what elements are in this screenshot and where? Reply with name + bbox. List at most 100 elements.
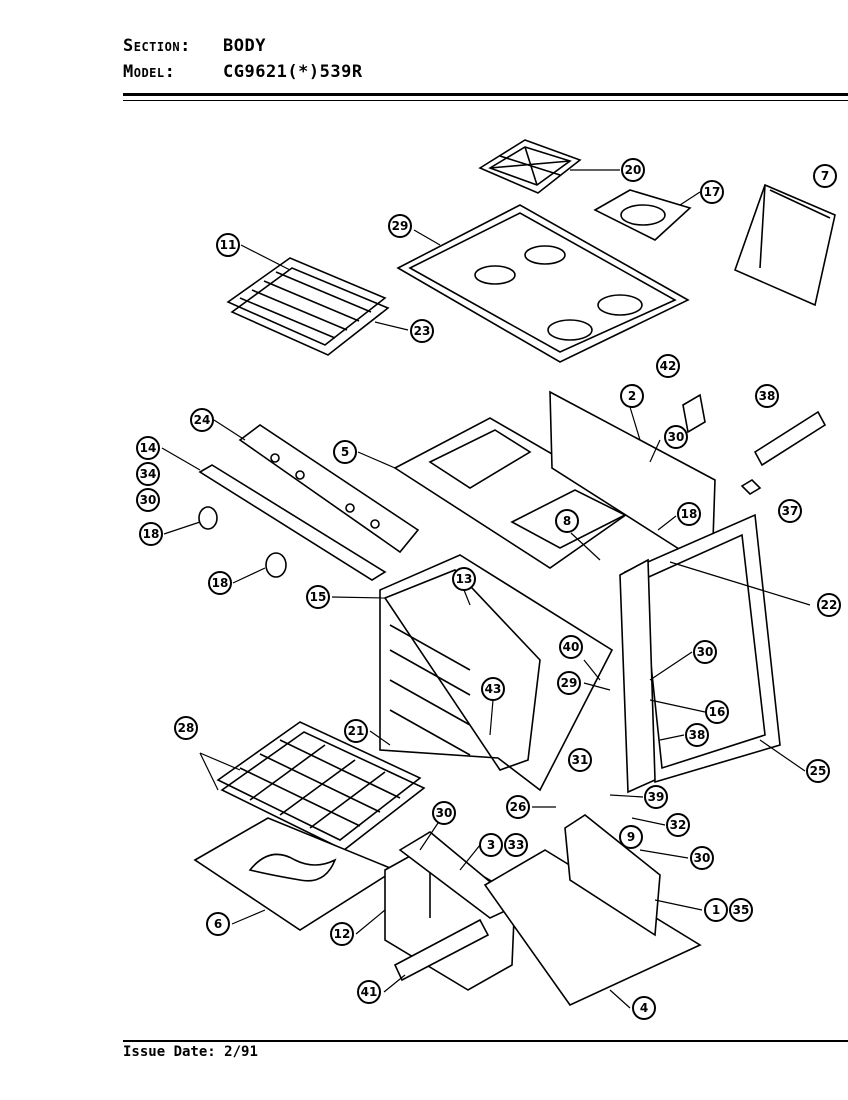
callout-25: 25 [806, 759, 830, 783]
callout-9: 9 [619, 825, 643, 849]
callout-39: 39 [644, 785, 668, 809]
cabinet-bottom [483, 849, 702, 1007]
svg-text:31: 31 [572, 753, 589, 767]
oven-liner [379, 554, 614, 792]
callout-5: 5 [333, 440, 357, 464]
broiler-pan [193, 817, 397, 931]
svg-text:23: 23 [414, 324, 431, 338]
issue-value: 2/91 [224, 1044, 258, 1060]
callout-8: 8 [555, 509, 579, 533]
callout-42: 42 [656, 354, 680, 378]
svg-text:7: 7 [821, 169, 829, 183]
callout-24: 24 [190, 408, 214, 432]
footer-rule [123, 1040, 848, 1042]
issue-label: Issue Date: [123, 1044, 216, 1060]
callout-38: 38 [685, 723, 709, 747]
section-heading: Section: BODY [123, 36, 266, 56]
svg-text:26: 26 [510, 800, 527, 814]
svg-text:24: 24 [194, 413, 211, 427]
callout-4: 4 [632, 996, 656, 1020]
callout-38: 38 [755, 384, 779, 408]
section-value: BODY [223, 36, 266, 56]
svg-text:40: 40 [563, 640, 580, 654]
svg-text:15: 15 [310, 590, 327, 604]
svg-text:21: 21 [348, 724, 365, 738]
svg-text:32: 32 [670, 818, 687, 832]
svg-text:4: 4 [640, 1001, 648, 1015]
callout-28: 28 [174, 716, 198, 740]
callout-15: 15 [306, 585, 330, 609]
svg-text:33: 33 [508, 838, 525, 852]
svg-text:13: 13 [456, 572, 473, 586]
svg-text:3: 3 [487, 838, 495, 852]
callout-29: 29 [557, 671, 581, 695]
svg-text:14: 14 [140, 441, 157, 455]
callout-41: 41 [357, 980, 381, 1004]
burner-bowl [593, 189, 692, 241]
callout-1: 1 [704, 898, 728, 922]
burner-grate [478, 139, 582, 194]
callout-43: 43 [481, 677, 505, 701]
svg-text:9: 9 [627, 830, 635, 844]
callout-22: 22 [817, 593, 841, 617]
manifold-bracket [198, 464, 387, 581]
callout-20: 20 [621, 158, 645, 182]
svg-text:11: 11 [220, 238, 237, 252]
svg-text:22: 22 [821, 598, 838, 612]
callout-13: 13 [452, 567, 476, 591]
svg-text:39: 39 [648, 790, 665, 804]
front-frame [619, 558, 656, 794]
callout-34: 34 [136, 462, 160, 486]
svg-text:29: 29 [561, 676, 578, 690]
callout-11: 11 [216, 233, 240, 257]
header-rule-thick [123, 93, 848, 96]
callout-2: 2 [620, 384, 644, 408]
svg-text:29: 29 [392, 219, 409, 233]
callout-12: 12 [330, 922, 354, 946]
header-rule-thin [123, 100, 848, 101]
knob-upper [198, 506, 218, 530]
mounting-bracket [753, 410, 827, 467]
svg-text:37: 37 [782, 504, 799, 518]
kick-panel [564, 814, 661, 937]
callout-37: 37 [778, 499, 802, 523]
callout-30: 30 [690, 846, 714, 870]
svg-text:8: 8 [563, 514, 571, 528]
svg-text:17: 17 [704, 185, 721, 199]
svg-text:12: 12 [334, 927, 351, 941]
callout-18: 18 [139, 522, 163, 546]
svg-text:30: 30 [140, 493, 157, 507]
svg-text:1: 1 [712, 903, 720, 917]
svg-text:41: 41 [361, 985, 378, 999]
svg-text:30: 30 [436, 806, 453, 820]
callout-21: 21 [344, 719, 368, 743]
callout-30: 30 [136, 488, 160, 512]
svg-text:35: 35 [733, 903, 750, 917]
svg-text:28: 28 [178, 721, 195, 735]
callout-14: 14 [136, 436, 160, 460]
section-key: Section: [123, 36, 191, 56]
oven-racks [216, 721, 426, 851]
model-key: Model: [123, 62, 176, 82]
callout-30: 30 [693, 640, 717, 664]
svg-text:20: 20 [625, 163, 642, 177]
model-heading: Model: CG9621(*)539R [123, 62, 363, 82]
svg-text:30: 30 [694, 851, 711, 865]
callout-6: 6 [206, 912, 230, 936]
callout-32: 32 [666, 813, 690, 837]
terminal-block [740, 478, 762, 496]
drawer-roller [393, 918, 490, 982]
svg-text:38: 38 [759, 389, 776, 403]
callout-18: 18 [208, 571, 232, 595]
svg-text:42: 42 [660, 359, 677, 373]
callout-29: 29 [388, 214, 412, 238]
model-value: CG9621(*)539R [223, 62, 363, 82]
callout-3: 3 [479, 833, 503, 857]
callout-17: 17 [700, 180, 724, 204]
callout-35: 35 [729, 898, 753, 922]
control-panel [238, 424, 420, 554]
callout-30: 30 [432, 801, 456, 825]
oven-rack-upper [226, 257, 390, 356]
callout-16: 16 [705, 700, 729, 724]
callout-33: 33 [504, 833, 528, 857]
